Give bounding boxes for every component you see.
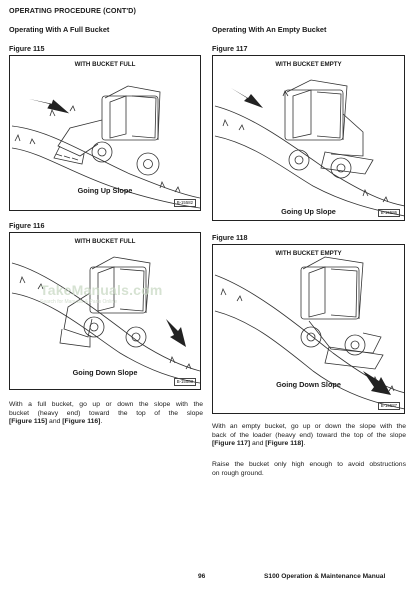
figure-118-ref[interactable]: [Figure 118]	[265, 440, 304, 448]
ref-end-2: .	[303, 440, 306, 448]
page-number: 96	[198, 573, 206, 580]
raise-bucket-line-1: Raise the bucket only high enough to avo…	[212, 461, 406, 468]
figure-116-code: B-15583	[173, 378, 196, 386]
empty-bucket-line-2: back of the loader (heavy end) toward th…	[212, 431, 406, 439]
figure-117-title: WITH BUCKET EMPTY	[275, 61, 342, 68]
figure-115-title: WITH BUCKET FULL	[74, 61, 136, 68]
full-bucket-heading: Operating With A Full Bucket	[9, 25, 110, 34]
ref-end: .	[100, 418, 103, 426]
empty-bucket-paragraph: With an empty bucket, go up or down the …	[212, 423, 406, 449]
raise-bucket-paragraph: Raise the bucket only high enough to avo…	[212, 461, 406, 478]
figure-118-label: Figure 118	[212, 233, 248, 242]
ref-and: and	[47, 418, 63, 426]
figure-116-title: WITH BUCKET FULL	[74, 238, 136, 245]
full-bucket-paragraph: With a full bucket, go up or down the sl…	[9, 401, 203, 427]
loader-down-slope-full-illustration	[11, 256, 200, 384]
figure-116-ref[interactable]: [Figure 116]	[62, 418, 101, 426]
manual-title: S100 Operation & Maintenance Manual	[264, 573, 386, 580]
loader-down-slope-empty-illustration	[214, 256, 404, 410]
figure-115-code: B-15582	[173, 199, 196, 207]
figure-118-box: WITH BUCKET EMPTY Going Down Slope B-155…	[212, 244, 405, 414]
figure-115-box: WITH BUCKET FULL Going Up Slope B-15582	[9, 55, 201, 211]
figure-116-caption: Going Down Slope	[72, 368, 138, 377]
loader-up-slope-full-illustration	[11, 85, 200, 209]
figure-115-caption: Going Up Slope	[77, 186, 133, 195]
watermark-tagline: Search for Manuals & Parts Online	[40, 299, 117, 305]
full-bucket-line-2: bucket (heavy end) toward the top of the…	[9, 409, 203, 417]
figure-117-label: Figure 117	[212, 44, 248, 53]
figure-117-code: B-15586	[377, 209, 400, 217]
ref-and-2: and	[250, 440, 266, 448]
figure-118-title: WITH BUCKET EMPTY	[275, 250, 342, 257]
empty-bucket-heading: Operating With An Empty Bucket	[212, 25, 327, 34]
figure-116-label: Figure 116	[9, 221, 45, 230]
loader-up-slope-empty-illustration	[214, 79, 404, 217]
figure-118-caption: Going Down Slope	[276, 380, 341, 389]
figure-118-code: B-15587	[377, 402, 400, 410]
raise-bucket-line-2: on rough ground.	[212, 469, 264, 477]
figure-117-ref[interactable]: [Figure 117]	[212, 440, 251, 448]
empty-bucket-line-1: With an empty bucket, go up or down the …	[212, 423, 406, 430]
figure-115-label: Figure 115	[9, 44, 45, 53]
full-bucket-line-1: With a full bucket, go up or down the sl…	[9, 401, 203, 408]
figure-115-ref[interactable]: [Figure 115]	[9, 418, 48, 426]
figure-117-caption: Going Up Slope	[281, 207, 336, 216]
section-header: OPERATING PROCEDURE (CONT'D)	[9, 6, 136, 15]
figure-117-box: WITH BUCKET EMPTY Going Up Slope B-15586	[212, 55, 405, 221]
watermark-logo: TakeManuals.com	[40, 282, 163, 298]
figure-116-box: WITH BUCKET FULL Going Down Slope B-1558…	[9, 232, 201, 390]
